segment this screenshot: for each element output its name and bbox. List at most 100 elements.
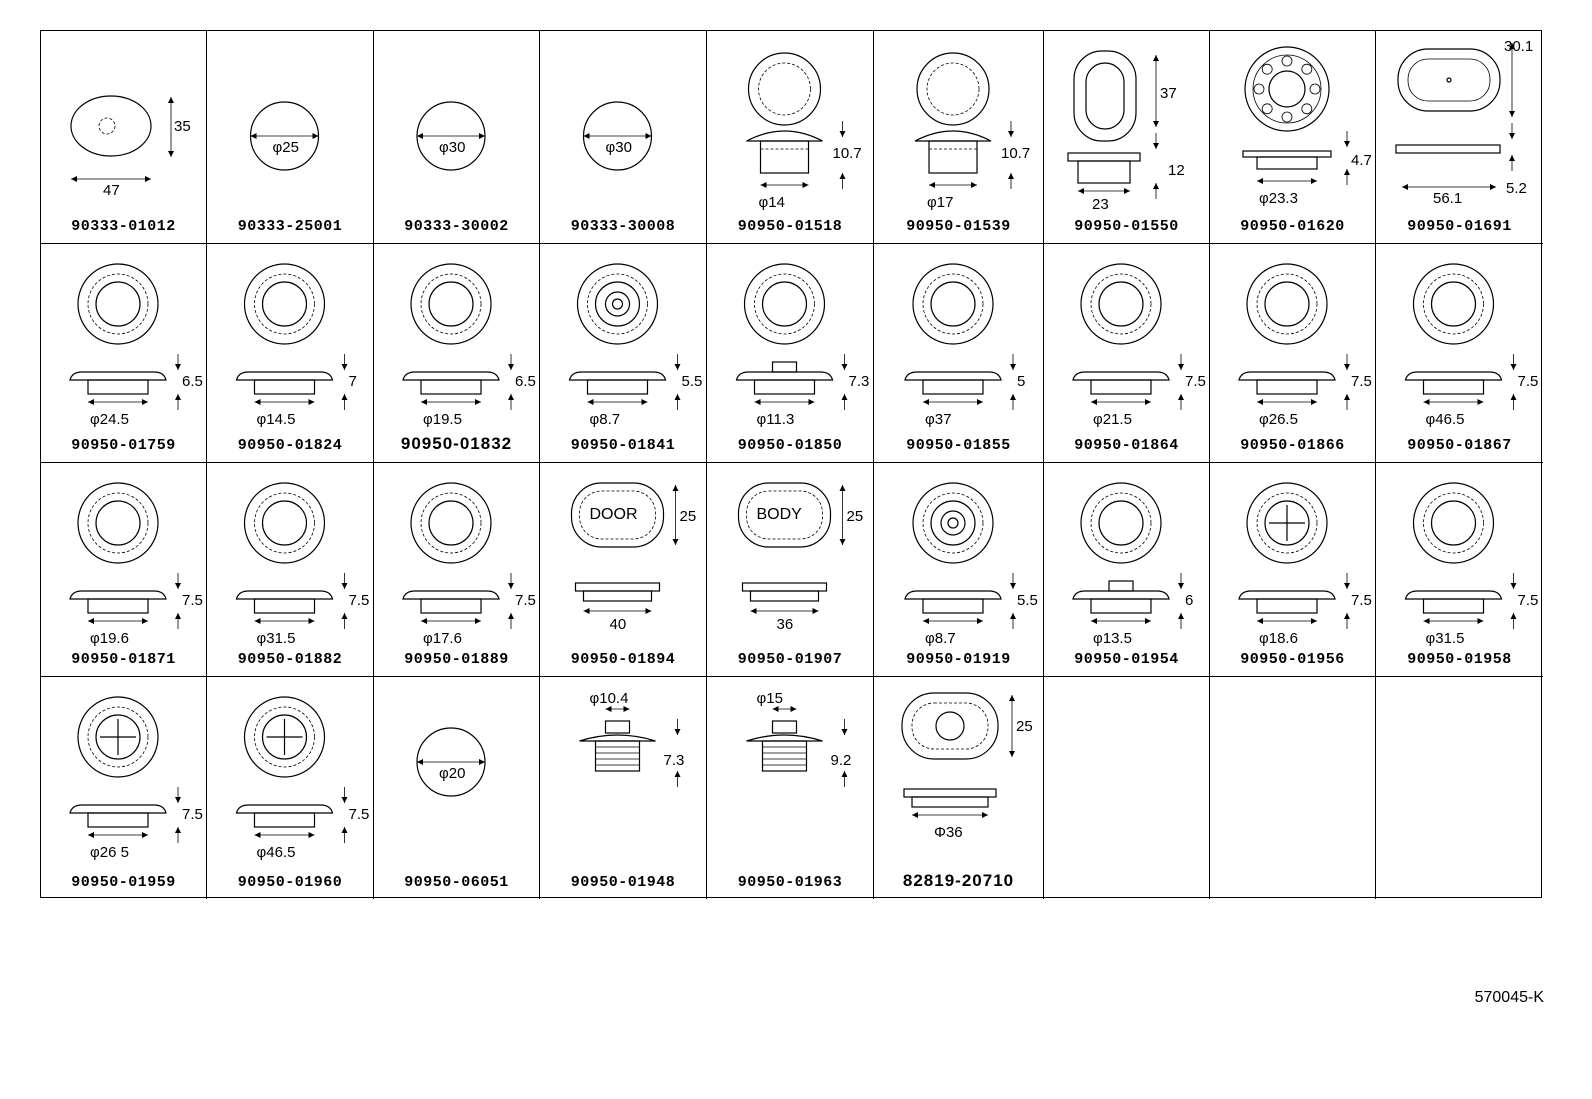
part-cell: 6 φ13.5 90950-01954: [1044, 463, 1210, 677]
part-drawing: [402, 482, 514, 629]
dimension-label: 35: [174, 118, 191, 135]
dimension-label: φ17: [927, 194, 954, 211]
part-drawing: [69, 482, 181, 629]
part-drawing: [249, 101, 320, 171]
part-number: 90950-01960: [237, 874, 343, 891]
dimension-label: Φ36: [934, 824, 963, 841]
dimension-label: 25: [1016, 718, 1033, 735]
empty-cell: [1376, 677, 1543, 899]
dimension-label: 12: [1168, 162, 1185, 179]
dimension-label: 7.5: [348, 592, 370, 609]
dimension-label: φ46.5: [1425, 411, 1465, 428]
dimension-label: φ14: [758, 194, 785, 211]
part-number: 90950-01550: [1074, 218, 1179, 235]
dimension-label: φ31.5: [1425, 630, 1465, 647]
part-drawing: [737, 482, 846, 614]
dimension-label: 6.5: [515, 373, 536, 390]
part-cell: 7.5 φ26.5 90950-01866: [1210, 244, 1376, 463]
part-number: 90950-01832: [400, 434, 513, 453]
dimension-label: φ26.5: [1259, 411, 1298, 428]
dimension-label: φ30: [605, 139, 632, 156]
dimension-label: φ17.6: [423, 630, 462, 647]
part-drawing: [904, 482, 1016, 629]
dimension-label: φ13.5: [1093, 630, 1132, 647]
dimension-label: 23: [1092, 196, 1109, 213]
part-drawing: [746, 706, 848, 787]
dimension-label: 7.5: [348, 806, 370, 823]
dimension-label: φ18.6: [1259, 630, 1298, 647]
dimension-label: 5: [1017, 373, 1026, 390]
part-number: 90950-01948: [570, 874, 676, 891]
part-number: 90950-01518: [737, 218, 843, 235]
dimension-label: φ14.5: [256, 411, 296, 428]
part-number: 90950-01841: [570, 437, 676, 454]
part-drawing: [1238, 482, 1350, 629]
dimension-label: φ8.7: [925, 630, 956, 647]
part-number: 90950-01759: [71, 437, 176, 454]
empty-cell: [1210, 677, 1376, 899]
stamped-label: DOOR: [589, 506, 638, 523]
part-number: 90950-01691: [1407, 218, 1512, 235]
part-drawing: [402, 263, 514, 410]
part-number: 90950-01956: [1240, 651, 1345, 668]
dimension-label: 56.1: [1433, 190, 1463, 207]
dimension-label: 7.5: [515, 592, 536, 609]
dimension-label: 7.5: [1351, 373, 1372, 390]
part-drawing: [1072, 482, 1184, 629]
dimension-label: φ37: [925, 411, 952, 428]
part-number: 90950-01871: [71, 651, 176, 668]
part-drawing: [1395, 43, 1515, 190]
part-drawing: [416, 727, 486, 797]
dimension-label: φ24.5: [90, 411, 129, 428]
dimension-label: 5.5: [1017, 592, 1038, 609]
part-number: 90950-01866: [1240, 437, 1345, 454]
part-number: 82819-20710: [902, 871, 1015, 890]
dimension-label: φ15: [756, 690, 783, 707]
part-number: 90950-01958: [1407, 651, 1512, 668]
dimension-label: 4.7: [1351, 152, 1372, 169]
part-number: 90950-01907: [737, 651, 843, 668]
part-drawing: [582, 101, 653, 171]
part-drawing: [735, 263, 848, 410]
part-cell: 6.5 φ19.5 90950-01832: [374, 244, 540, 463]
part-drawing: [416, 101, 486, 171]
part-drawing: [914, 52, 1014, 189]
part-number: 90950-01620: [1240, 218, 1345, 235]
dimension-label: 25: [679, 508, 697, 525]
dimension-label: 10.7: [832, 145, 862, 162]
empty-cell: [1044, 677, 1210, 899]
part-drawing: [1404, 482, 1517, 629]
part-number: 90950-06051: [404, 874, 509, 891]
dimension-label: 7.3: [663, 752, 685, 769]
dimension-label: φ19.5: [423, 411, 462, 428]
dimension-label: 6: [1185, 592, 1194, 609]
part-number: 90950-01864: [1074, 437, 1179, 454]
part-number: 90950-01954: [1074, 651, 1179, 668]
part-drawing: [1238, 263, 1350, 410]
dimension-label: 47: [103, 182, 120, 199]
dimension-label: 7: [348, 373, 357, 390]
part-number: 90950-01959: [71, 874, 176, 891]
dimension-label: φ19.6: [90, 630, 129, 647]
dimension-label: 7.5: [1517, 373, 1539, 390]
part-drawing: [901, 692, 1015, 818]
